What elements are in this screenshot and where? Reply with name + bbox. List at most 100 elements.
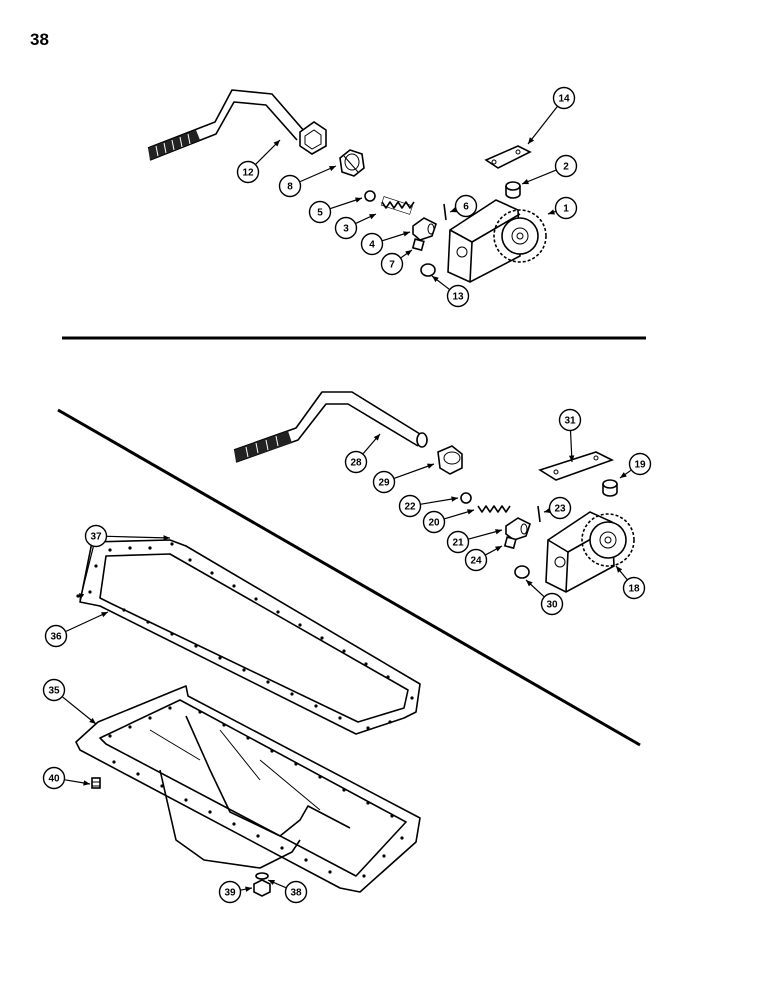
callout-number-31: 31 bbox=[564, 416, 576, 427]
callout-13: 13 bbox=[431, 275, 470, 308]
lower-oil-pump bbox=[545, 511, 635, 593]
callout-leader-29 bbox=[394, 463, 435, 479]
callout-number-22: 22 bbox=[404, 502, 416, 513]
callout-6: 6 bbox=[449, 194, 478, 218]
callout-24: 24 bbox=[464, 545, 503, 572]
upper-o-ring bbox=[420, 263, 436, 277]
page-number: 38 bbox=[30, 30, 49, 49]
callout-arrowhead-29 bbox=[427, 463, 434, 469]
callout-35: 35 bbox=[42, 678, 97, 725]
lower-ball bbox=[460, 492, 472, 504]
lower-pin bbox=[537, 505, 541, 523]
callout-circle-18 bbox=[622, 576, 646, 600]
upper-plug bbox=[411, 238, 425, 252]
callout-30: 30 bbox=[525, 579, 564, 616]
callout-number-8: 8 bbox=[287, 182, 293, 193]
drain-washer bbox=[255, 872, 269, 880]
callout-arrowhead-8 bbox=[329, 166, 336, 172]
callout-20: 20 bbox=[422, 509, 475, 534]
upper-spring bbox=[380, 196, 415, 215]
callout-number-30: 30 bbox=[546, 600, 558, 611]
callout-number-36: 36 bbox=[50, 632, 62, 643]
callout-circle-14 bbox=[552, 86, 576, 110]
callout-circle-28 bbox=[344, 450, 368, 474]
callout-circle-2 bbox=[554, 154, 578, 178]
callout-28: 28 bbox=[344, 433, 381, 474]
lower-spring bbox=[477, 505, 511, 513]
callout-7: 7 bbox=[380, 249, 413, 276]
callout-1: 1 bbox=[547, 196, 578, 220]
callout-number-13: 13 bbox=[452, 292, 464, 303]
callout-number-1: 1 bbox=[563, 204, 569, 215]
callout-circle-1 bbox=[554, 196, 578, 220]
callout-circle-30 bbox=[540, 592, 564, 616]
callout-circle-20 bbox=[422, 510, 446, 534]
callout-circle-13 bbox=[446, 284, 470, 308]
callout-number-12: 12 bbox=[242, 168, 254, 179]
callout-circle-40 bbox=[42, 766, 66, 790]
oil-pan bbox=[75, 685, 421, 893]
callout-5: 5 bbox=[308, 197, 363, 224]
callout-arrowhead-28 bbox=[373, 434, 380, 441]
callout-number-24: 24 bbox=[470, 556, 482, 567]
callout-31: 31 bbox=[558, 408, 582, 463]
callout-leader-37 bbox=[106, 535, 171, 539]
callout-arrowhead-39 bbox=[245, 886, 252, 892]
oil-pan-gasket bbox=[76, 539, 421, 735]
callout-arrowhead-35 bbox=[89, 717, 96, 724]
callout-circle-5 bbox=[308, 200, 332, 224]
callout-circle-6 bbox=[454, 194, 478, 218]
callout-arrowhead-14 bbox=[528, 137, 535, 144]
callout-19: 19 bbox=[619, 452, 652, 479]
upper-bushing bbox=[505, 181, 521, 199]
callout-arrowhead-30 bbox=[526, 580, 533, 587]
callout-number-37: 37 bbox=[90, 532, 102, 543]
upper-plunger bbox=[412, 217, 437, 241]
callout-12: 12 bbox=[236, 139, 281, 184]
callout-number-29: 29 bbox=[378, 478, 390, 489]
callout-leader-35 bbox=[62, 696, 97, 725]
callout-29: 29 bbox=[372, 463, 435, 494]
callout-8: 8 bbox=[278, 165, 337, 198]
drain-plug bbox=[91, 777, 101, 789]
callout-circle-37 bbox=[84, 524, 108, 548]
callout-number-6: 6 bbox=[463, 202, 469, 213]
callout-circle-23 bbox=[548, 496, 572, 520]
callout-circle-21 bbox=[446, 530, 470, 554]
lower-plug bbox=[503, 536, 517, 550]
callout-number-14: 14 bbox=[558, 94, 570, 105]
callout-number-23: 23 bbox=[554, 504, 566, 515]
callout-22: 22 bbox=[398, 494, 459, 518]
callout-36: 36 bbox=[44, 611, 109, 648]
upper-pickup-pipe bbox=[147, 89, 327, 161]
callout-arrowhead-31 bbox=[568, 455, 575, 462]
diagonal-divider bbox=[57, 408, 641, 747]
callout-leader-8 bbox=[299, 165, 337, 183]
callout-4: 4 bbox=[360, 231, 411, 256]
callout-arrowhead-18 bbox=[616, 566, 623, 573]
callout-arrowhead-3 bbox=[369, 214, 376, 220]
callout-number-19: 19 bbox=[634, 460, 646, 471]
drain-nut bbox=[253, 879, 271, 897]
callout-arrowhead-19 bbox=[620, 472, 627, 478]
callout-number-39: 39 bbox=[224, 888, 236, 899]
callout-circle-36 bbox=[44, 624, 68, 648]
callout-21: 21 bbox=[446, 529, 503, 554]
lower-fitting bbox=[437, 445, 463, 475]
callout-circle-38 bbox=[284, 880, 308, 904]
callout-number-3: 3 bbox=[343, 224, 349, 235]
callout-number-4: 4 bbox=[369, 240, 375, 251]
callout-3: 3 bbox=[334, 213, 377, 240]
upper-oil-pump bbox=[447, 199, 547, 283]
callout-number-21: 21 bbox=[452, 538, 464, 549]
callout-circle-24 bbox=[464, 548, 488, 572]
callout-arrowhead-12 bbox=[273, 140, 280, 147]
lower-plunger bbox=[505, 517, 531, 541]
callout-18: 18 bbox=[615, 565, 646, 600]
callout-38: 38 bbox=[267, 879, 308, 904]
callout-circle-39 bbox=[218, 880, 242, 904]
upper-ball bbox=[364, 190, 376, 202]
callout-circle-22 bbox=[398, 494, 422, 518]
callout-arrowhead-36 bbox=[101, 612, 108, 618]
